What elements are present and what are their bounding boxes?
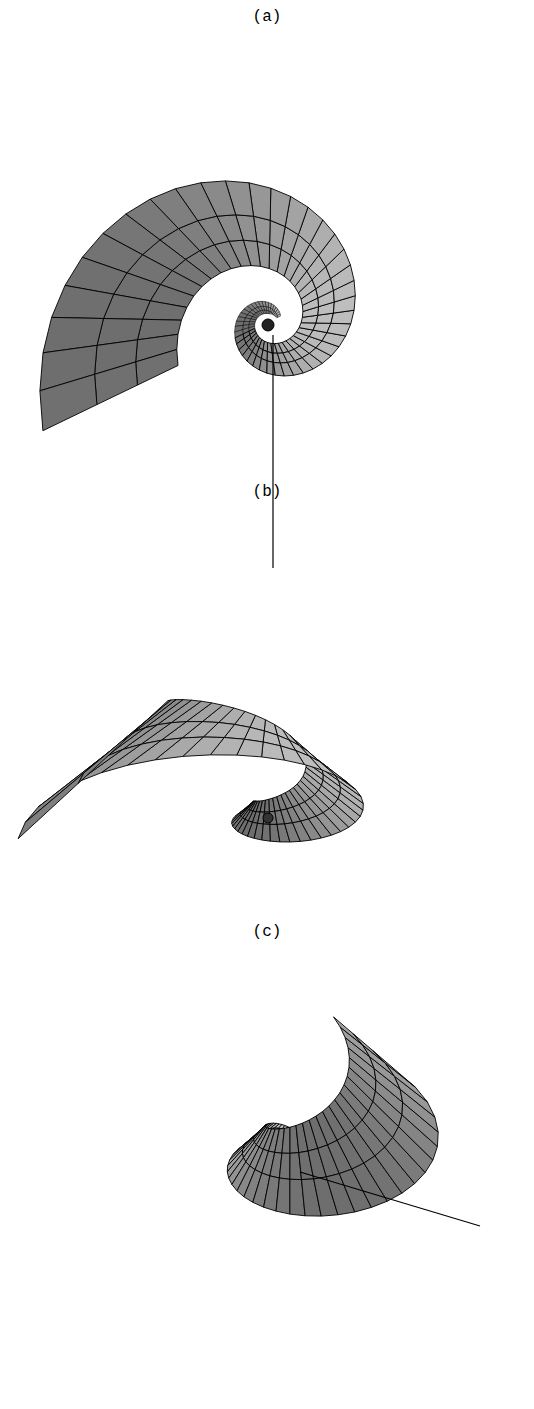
surface-facet: [340, 1027, 370, 1057]
surface-facet: [363, 1045, 395, 1076]
surface-facet: [262, 742, 285, 760]
panel-label: (c): [253, 923, 282, 941]
spiral-surface: [18, 700, 363, 842]
panel-label: (b): [253, 483, 282, 501]
surface-facet: [394, 1076, 435, 1117]
surface-facet: [270, 188, 290, 226]
surface-facet: [236, 317, 245, 322]
surface-facet: [276, 1178, 290, 1214]
surface-facet: [136, 350, 178, 386]
center-sphere: [262, 319, 274, 331]
surface-facet: [334, 1017, 363, 1045]
surface-facet: [95, 362, 138, 405]
surface-facet: [78, 737, 127, 784]
surface-facet: [282, 1127, 290, 1153]
surface-facet: [339, 781, 364, 804]
surface-facet: [40, 374, 97, 430]
surface-facet: [135, 700, 183, 732]
surface-facet: [123, 700, 171, 742]
surface-facet: [107, 725, 158, 756]
axis-line: [300, 1172, 480, 1226]
surface-facet: [268, 302, 271, 308]
center-hole: [257, 314, 279, 336]
surface-facet: [385, 1063, 427, 1102]
surface-facet: [262, 824, 271, 841]
surface-facet: [280, 746, 304, 765]
surface-facet: [18, 773, 83, 838]
surface-facet: [259, 359, 267, 374]
panel-label: (a): [253, 8, 282, 26]
spiral-surface: [40, 181, 355, 431]
surface-facet: [52, 285, 114, 318]
surface-facet: [279, 1153, 290, 1179]
axis-line: [272, 335, 273, 568]
center-sphere: [263, 813, 273, 823]
spiral-surface: [227, 1017, 438, 1216]
surface-facet: [327, 323, 351, 336]
surface-facet: [373, 1051, 416, 1088]
surface-facet: [77, 744, 141, 782]
